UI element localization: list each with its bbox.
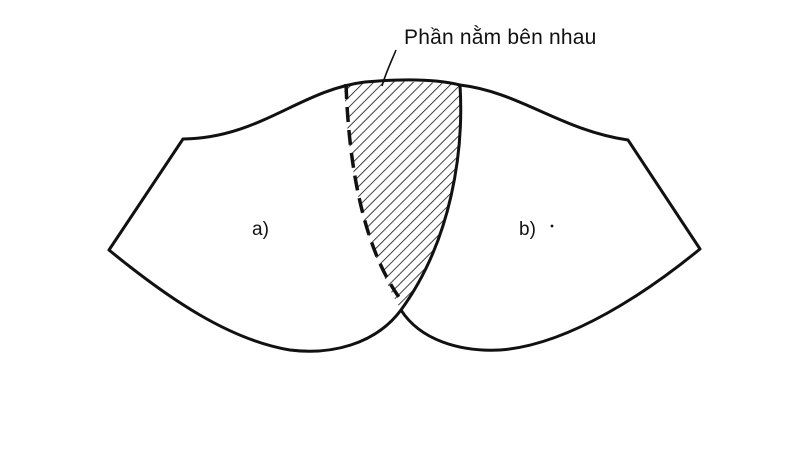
stray-mark [550,224,554,228]
annotation-leader-line [381,49,397,87]
piece-a-outline [107,78,463,353]
piece-b-label: b) [519,219,536,240]
piece-b-outline [399,83,702,352]
overlap-hatched-region [344,81,461,310]
annotation-label: Phần nằm bên nhau [404,26,597,49]
piece-b-hidden-edge [344,83,403,302]
piece-a-label: a) [252,219,269,240]
